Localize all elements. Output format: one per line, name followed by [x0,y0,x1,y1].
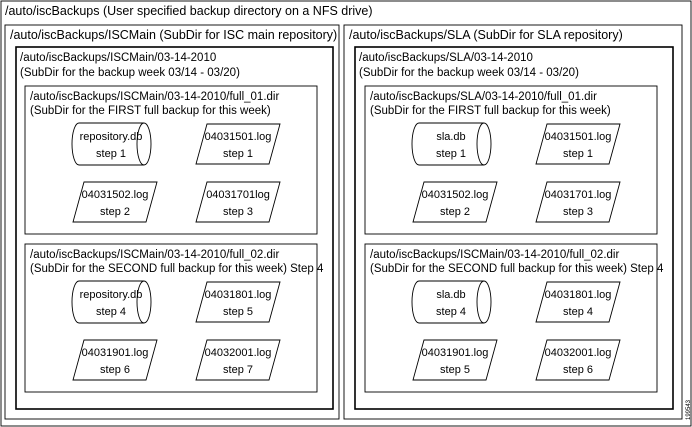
sla-backup-2-box [364,243,658,393]
sla-backup-1-item-2-step: step 1 [563,148,593,160]
sla-backup-1-item-1-filename: sla.db [436,131,465,143]
sla-backup-2-item-3-step: step 5 [440,364,470,376]
sla-backup-1-item-3-parallelogram [412,181,498,223]
iscmain-backup-2-item-3-filename: 04031901.log [82,347,149,359]
iscmain-week-description: (SubDir for the backup week 03/14 - 03/2… [20,67,240,79]
iscmain-backup-1-item-2-parallelogram [195,123,281,165]
iscmain-backup-2-item-2-filename: 04031801.log [205,289,272,301]
sla-backup-2-item-2-filename: 04031801.log [545,289,612,301]
iscmain-backup-2-item-4-filename: 04032001.log [205,347,272,359]
iscmain-backup-2-item-4-parallelogram [195,339,281,381]
iscmain-backup-2-item-3-parallelogram [72,339,158,381]
sla-backup-2-item-3-parallelogram [412,339,498,381]
iscmain-backup-2-item-1-step: step 4 [96,306,126,318]
iscmain-backup-1-item-3-parallelogram [72,181,158,223]
root-directory-label: /auto/iscBackups (User specified backup … [5,4,373,18]
iscmain-week-box [15,46,334,410]
iscmain-backup-1-path: /auto/iscBackups/ISCMain/03-14-2010/full… [30,91,279,103]
iscmain-backup-2-item-2-parallelogram [195,281,281,323]
iscmain-backup-2-description: (SubDir for the SECOND full backup for t… [30,263,324,275]
iscmain-backup-1-box [24,85,318,235]
sla-backup-2-item-1-step: step 4 [436,306,466,318]
iscmain-backup-1-item-2-filename: 04031501.log [205,131,272,143]
sla-backup-2-item-2-parallelogram [535,281,621,323]
sla-panel-label: /auto/iscBackups/SLA (SubDir for SLA rep… [349,28,623,42]
sla-week-path: /auto/iscBackups/SLA/03-14-2010 [359,52,533,64]
sla-backup-1-item-1-cylinder-cap [476,122,485,166]
iscmain-panel-label: /auto/iscBackups/ISCMain (SubDir for ISC… [10,28,337,42]
sla-backup-1-path: /auto/iscBackups/SLA/03-14-2010/full_01.… [370,91,597,103]
iscmain-backup-2-item-1-cylinder-cap [136,280,145,324]
sla-backup-2-item-4-filename: 04032001.log [545,347,612,359]
sla-backup-1-item-4-filename: 04031701.log [545,189,612,201]
iscmain-backup-2-item-4-step: step 7 [223,364,253,376]
iscmain-week-path: /auto/iscBackups/ISCMain/03-14-2010 [20,52,216,64]
sla-backup-1-description: (SubDir for the FIRST full backup for th… [370,105,611,117]
iscmain-backup-2-path: /auto/iscBackups/ISCMain/03-14-2010/full… [30,249,279,261]
sla-week-box [354,46,674,410]
iscmain-panel-box [4,24,340,420]
iscmain-backup-1-item-3-step: step 2 [100,206,130,218]
sla-backup-1-item-4-parallelogram [535,181,621,223]
sla-backup-2-description: (SubDir for the SECOND full backup for t… [370,263,664,275]
iscmain-backup-2-item-1-filename: repository.db [80,289,143,301]
sla-week-description: (SubDir for the backup week 03/14 - 03/2… [359,67,579,79]
iscmain-backup-2-item-2-step: step 5 [223,306,253,318]
iscmain-backup-1-item-4-filename: 04031701log [206,189,270,201]
sla-backup-1-item-1-step: step 1 [436,148,466,160]
sla-backup-1-item-3-filename: 04031502.log [422,189,489,201]
iscmain-backup-1-item-1-cylinder-cap [136,122,145,166]
figure-id: 199543 [686,399,692,420]
sla-backup-2-item-3-filename: 04031901.log [422,347,489,359]
sla-backup-2-item-1-filename: sla.db [436,289,465,301]
sla-panel-box [343,24,683,420]
sla-backup-2-item-1-cylinder-cap [476,280,485,324]
sla-backup-2-item-4-parallelogram [535,339,621,381]
iscmain-backup-1-item-2-step: step 1 [223,148,253,160]
iscmain-backup-1-item-4-parallelogram [195,181,281,223]
sla-backup-1-item-3-step: step 2 [440,206,470,218]
sla-backup-1-box [364,85,658,235]
iscmain-backup-2-item-3-step: step 6 [100,364,130,376]
sla-backup-2-item-4-step: step 6 [563,364,593,376]
sla-backup-1-item-2-parallelogram [535,123,621,165]
iscmain-backup-1-item-1-step: step 1 [96,148,126,160]
sla-backup-1-item-4-step: step 3 [563,206,593,218]
iscmain-backup-1-item-1-filename: repository.db [80,131,143,143]
iscmain-backup-1-description: (SubDir for the FIRST full backup for th… [30,105,271,117]
sla-backup-2-path: /auto/iscBackups/ISCMain/03-14-2010/full… [370,249,619,261]
iscmain-backup-1-item-3-filename: 04031502.log [82,189,149,201]
iscmain-backup-1-item-4-step: step 3 [223,206,253,218]
iscmain-backup-2-box [24,243,318,393]
sla-backup-2-item-2-step: step 4 [563,306,593,318]
sla-backup-1-item-2-filename: 04031501.log [545,131,612,143]
